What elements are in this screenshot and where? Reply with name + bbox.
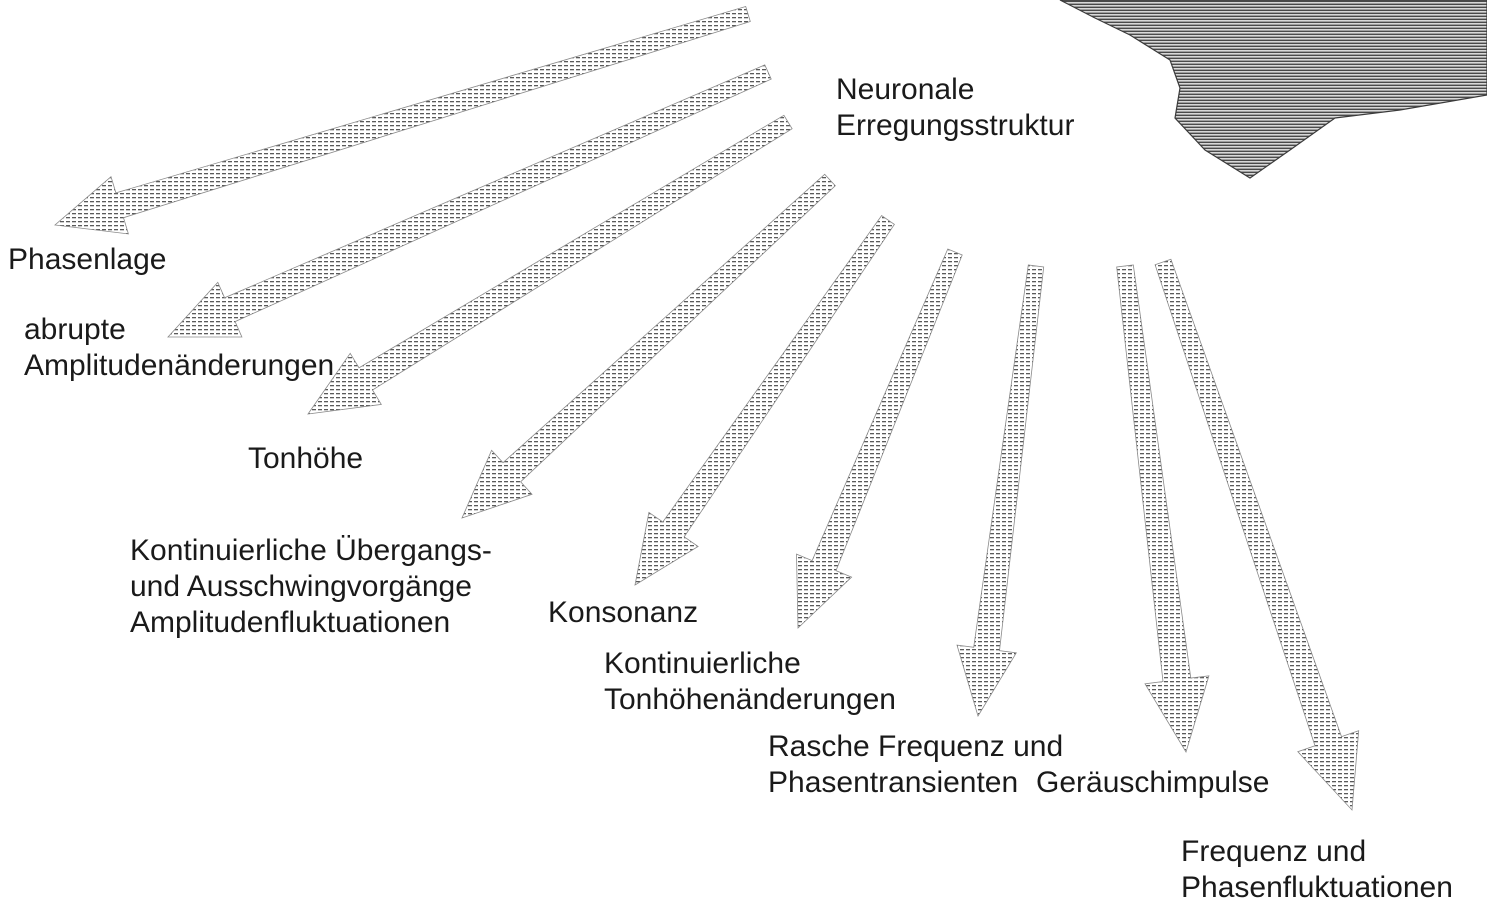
arrow-rasche-frequenz — [957, 265, 1044, 716]
label-line: Phasentransienten — [768, 765, 1063, 801]
label-konsonanz: Konsonanz — [548, 595, 698, 631]
brain-shape — [1060, 0, 1487, 178]
label-rasche-frequenz: Rasche Frequenz und Phasentransienten — [768, 729, 1063, 801]
label-line: Frequenz und — [1181, 834, 1453, 870]
label-line: Kontinuierliche Übergangs- — [130, 533, 492, 569]
label-line: Rasche Frequenz und — [768, 729, 1063, 765]
source-label: Neuronale Erregungsstruktur — [836, 72, 1074, 144]
label-line: Geräuschimpulse — [1036, 765, 1269, 801]
label-line: abrupte — [24, 312, 334, 348]
label-line: Kontinuierliche — [604, 646, 896, 682]
label-line: Amplitudenfluktuationen — [130, 605, 492, 641]
arrow-kontinuierliche-uebergang — [462, 174, 835, 518]
label-line: Amplitudenänderungen — [24, 348, 334, 384]
label-line: und Ausschwingvorgänge — [130, 569, 492, 605]
label-line: Tonhöhenänderungen — [604, 682, 896, 718]
label-line: Tonhöhe — [248, 441, 363, 477]
source-label-line: Erregungsstruktur — [836, 108, 1074, 144]
label-line: Konsonanz — [548, 595, 698, 631]
label-line: Phasenlage — [8, 242, 166, 278]
label-phasenlage: Phasenlage — [8, 242, 166, 278]
source-label-line: Neuronale — [836, 72, 1074, 108]
label-geraeuschimpulse: Geräuschimpulse — [1036, 765, 1269, 801]
label-line: Phasenfluktuationen — [1181, 870, 1453, 906]
label-kontinuierliche-uebergang: Kontinuierliche Übergangs- und Ausschwin… — [130, 533, 492, 641]
label-frequenz-phasenfluktuationen: Frequenz und Phasenfluktuationen — [1181, 834, 1453, 906]
label-tonhoehe: Tonhöhe — [248, 441, 363, 477]
label-kontinuierliche-tonhoehe: Kontinuierliche Tonhöhenänderungen — [604, 646, 896, 718]
label-abrupte-amplitudenaenderungen: abrupte Amplitudenänderungen — [24, 312, 334, 384]
arrow-konsonanz — [635, 216, 894, 585]
